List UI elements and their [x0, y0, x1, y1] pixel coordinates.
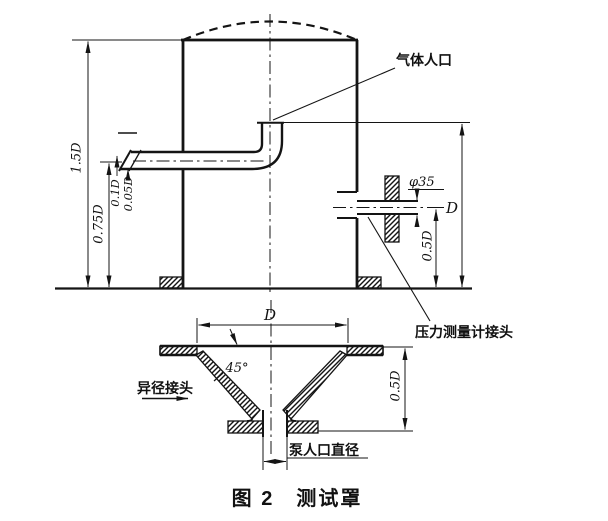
port-flange-upper	[384, 175, 400, 202]
label-cone-angle: 45°	[224, 361, 248, 376]
vessel-outline	[55, 14, 472, 293]
label-overall-height: 1.5D	[70, 142, 85, 174]
port-flange-lower	[384, 213, 400, 243]
label-port-bore: φ35	[409, 175, 435, 190]
figure-caption: 图 2 测试罩	[232, 487, 363, 510]
label-pressure-connector: 压力测量计接头	[415, 324, 513, 340]
funnel-bottom-flange-right	[286, 420, 319, 434]
funnel-cone-wall-right	[282, 350, 349, 420]
gas-inlet-leader	[272, 67, 396, 121]
right-dimensions: φ35 D 0.5D	[284, 122, 470, 288]
funnel-flange-right	[346, 345, 384, 356]
funnel-flange-left	[159, 345, 198, 356]
funnel-bottom-flange-left	[227, 420, 264, 434]
label-inlet-pipe-offset: 0.05D	[121, 177, 135, 212]
vessel-foot-left	[159, 276, 184, 289]
label-reducer-connector: 异径接头	[137, 380, 193, 396]
left-dimensions: 1.5D 0.75D 0.1D 0.05D	[70, 41, 137, 288]
funnel-cone-wall-left	[194, 350, 261, 420]
funnel-dimensions: D 45° 0.5D 异径接头 泵人口直径	[137, 306, 413, 470]
label-port-height: 0.5D	[421, 230, 436, 262]
vessel-foot-right	[356, 276, 382, 289]
label-vessel-dia: D	[445, 199, 458, 217]
label-funnel-dia: D	[263, 306, 276, 324]
pressure-port	[333, 175, 433, 243]
label-gas-inlet: 气体人口	[395, 52, 452, 68]
label-inlet-pipe-height: 0.75D	[92, 204, 107, 244]
label-funnel-height: 0.5D	[389, 370, 404, 402]
label-pump-inlet-diameter: 泵人口直径	[289, 442, 359, 458]
gas-inlet-pipe	[118, 121, 284, 172]
label-inlet-pipe-dia: 0.1D	[108, 179, 122, 207]
leader-lines	[272, 67, 431, 322]
pressure-connector-leader	[367, 216, 431, 322]
funnel-section	[159, 300, 384, 458]
